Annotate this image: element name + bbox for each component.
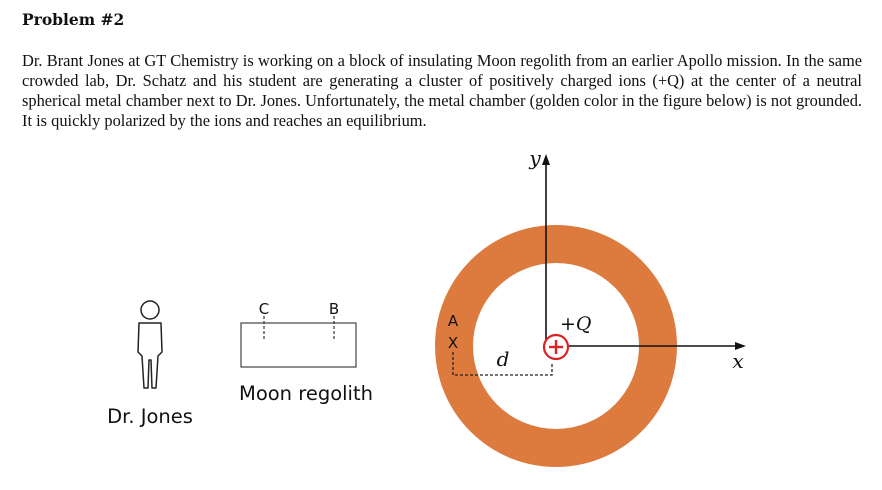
problem-heading: Problem #2 xyxy=(22,10,125,29)
y-axis-arrowhead xyxy=(542,154,550,165)
x-axis-label: x xyxy=(732,349,743,373)
charge-label: +Q xyxy=(560,313,592,335)
person-body xyxy=(137,322,163,389)
point-c-label: C xyxy=(259,300,269,318)
y-axis-label: y xyxy=(528,146,541,170)
person-label: Dr. Jones xyxy=(107,405,193,428)
positive-charge xyxy=(542,333,570,361)
distance-d-dashed-line xyxy=(452,352,553,376)
distance-d-label: d xyxy=(497,347,510,371)
point-x-marker: X xyxy=(448,334,458,352)
x-axis-arrowhead xyxy=(735,342,746,350)
point-b-label: B xyxy=(329,300,339,318)
problem-statement: Dr. Brant Jones at GT Chemistry is worki… xyxy=(22,51,862,130)
person-figure xyxy=(137,300,163,389)
regolith-block xyxy=(240,322,357,368)
person-head xyxy=(140,300,160,320)
point-a-label: A xyxy=(448,312,459,330)
regolith-label: Moon regolith xyxy=(239,382,373,405)
